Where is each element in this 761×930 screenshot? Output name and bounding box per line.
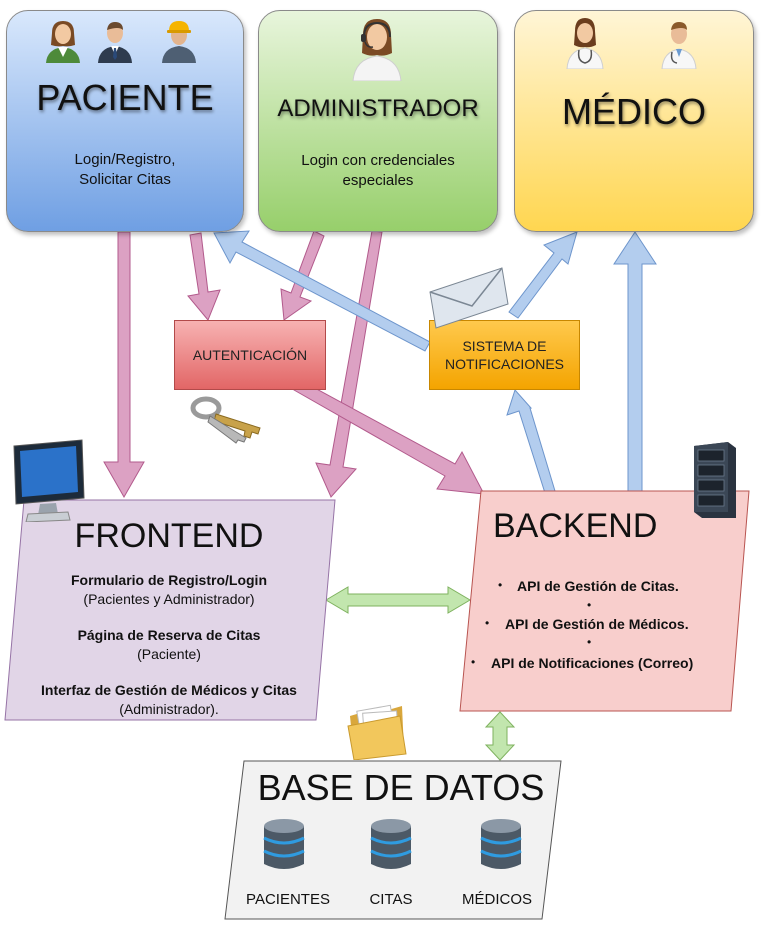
frontend-item-detail: (Administrador). [119,701,219,717]
envelope-icon [429,267,509,329]
auth-label: AUTENTICACIÓN [192,347,308,363]
frontend-box: FRONTEND Formulario de Registro/Login (P… [4,499,336,721]
database-icon [480,819,522,869]
frontend-item: Formulario de Registro/Login (Pacientes … [4,571,334,609]
frontend-item-name: Interfaz de Gestión de Médicos y Citas [41,682,297,698]
backend-title: BACKEND [493,507,658,545]
arrow-backend-medico [613,231,657,492]
frontend-title: FRONTEND [74,517,264,555]
database-icon [370,819,412,869]
actor-administrador: ADMINISTRADOR Login con credenciales esp… [258,10,498,232]
backend-item: API de Gestión de Citas. [517,578,679,594]
frontend-item-detail: (Pacientes y Administrador) [83,591,255,607]
bullet: • [587,598,592,612]
actor-medico: MÉDICO [514,10,754,232]
male-doctor-icon [661,22,697,69]
bullet: • [587,635,592,649]
database-table-label: CITAS [369,891,413,908]
businessman-icon [98,22,132,63]
monitor-icon [13,439,85,522]
arrow-paciente-auth [187,232,221,321]
actor-description: Login con credenciales especiales [301,152,455,189]
arrow-paciente-frontend [103,231,145,499]
database-box: BASE DE DATOS PACIENTES CITAS MÉDICOS [224,760,562,920]
frontend-item-name: Formulario de Registro/Login [70,572,267,588]
server-rack-icon [694,442,736,518]
backend-item: API de Notificaciones (Correo) [491,655,694,671]
actor-title: ADMINISTRADOR [277,95,479,122]
arrow-frontend-backend [325,586,471,614]
database-icon [263,819,305,869]
arrow-backend-notif [506,389,556,494]
frontend-item: Página de Reserva de Citas (Paciente) [4,626,334,664]
database-table-label: MÉDICOS [461,891,532,908]
female-user-icon [46,21,80,63]
arrow-backend-database [484,711,516,761]
database-table-label: PACIENTES [246,891,330,908]
frontend-item: Interfaz de Gestión de Médicos y Citas (… [4,681,334,719]
worker-icon [162,21,196,63]
frontend-item-name: Página de Reserva de Citas [77,627,261,643]
actor-description: Login/Registro, Solicitar Citas [74,151,176,188]
actor-paciente: PACIENTE Login/Registro, Solicitar Citas [6,10,244,232]
notifications-label: SISTEMA DE NOTIFICACIONES [444,338,564,372]
arrow-notif-medico [508,231,578,319]
actor-title: MÉDICO [562,91,706,132]
arrow-admin-frontend [315,230,383,498]
auth-box: AUTENTICACIÓN [174,320,326,390]
female-doctor-icon [566,18,604,69]
arrow-auth-backend [293,379,485,495]
frontend-item-detail: (Paciente) [137,646,201,662]
keys-icon [190,396,261,444]
bullet: • [498,578,503,592]
database-title: BASE DE DATOS [257,767,545,808]
backend-item: API de Gestión de Médicos. [505,616,689,632]
bullet: • [471,655,476,669]
bullet: • [485,616,490,630]
folder-icon [347,704,407,760]
backend-shape [459,490,750,712]
arrow-notif-paciente [213,230,431,352]
backend-box: BACKEND • API de Gestión de Citas. • • A… [459,490,750,712]
frontend-shape [4,499,336,721]
actor-title: PACIENTE [36,77,214,118]
notifications-box: SISTEMA DE NOTIFICACIONES [429,320,580,390]
headset-operator-icon [352,19,402,81]
